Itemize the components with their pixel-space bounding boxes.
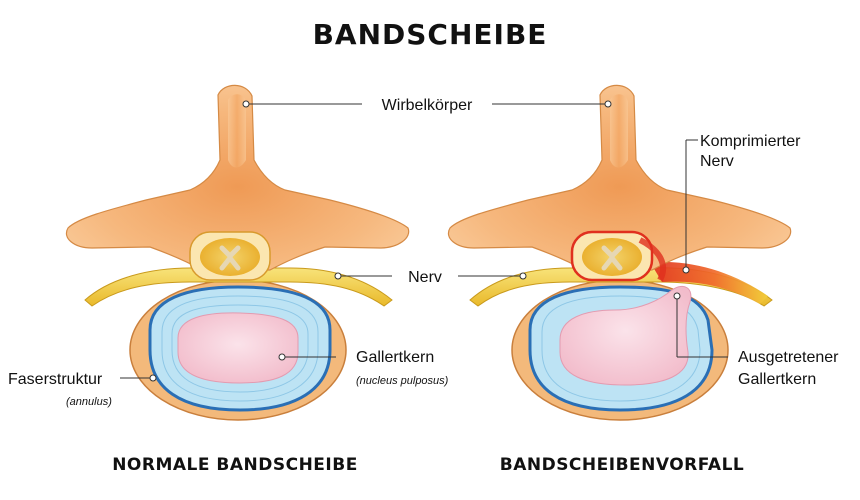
caption-normal: NORMALE BANDSCHEIBE [112,455,358,475]
caption-herniated: BANDSCHEIBENVORFALL [500,455,745,475]
vertebra-right [447,84,792,271]
label-annulus: Faserstruktur [8,371,103,388]
label-annulus-latin: (annulus) [66,396,112,408]
herniated-vertebra-group [447,84,792,421]
label-herniated-2: Gallertkern [738,371,816,388]
compressed-nerve [650,261,768,304]
nerve-root [84,267,393,307]
herniated-nucleus [559,286,692,386]
label-compressed-nerve-1: Komprimierter [700,133,801,150]
label-compressed-nerve-2: Nerv [700,153,734,170]
leader-lines [120,100,728,382]
label-vertebra: Wirbelkörper [382,97,473,114]
vertebra [65,84,410,271]
nucleus [177,312,299,384]
normal-vertebra-group [65,84,410,421]
label-nerve: Nerv [408,269,442,286]
label-nucleus: Gallertkern [356,349,434,366]
label-nucleus-latin: (nucleus pulposus) [356,375,449,387]
label-herniated-1: Ausgetretener [738,349,839,366]
page-title: BANDSCHEIBE [313,18,548,51]
